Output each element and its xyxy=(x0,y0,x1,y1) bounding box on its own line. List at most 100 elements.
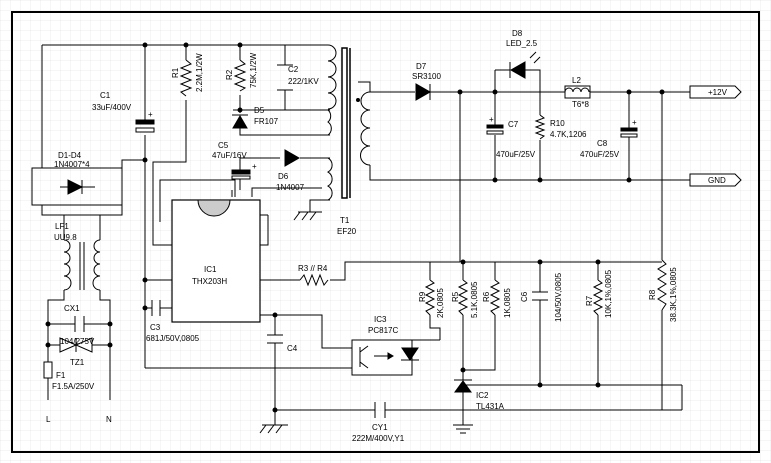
r8-value: 38.3K,1%,0805 xyxy=(669,267,678,322)
d6-value: 1N4007 xyxy=(276,183,305,192)
f1-ref: F1 xyxy=(56,371,66,380)
r2-value: 75K,1/2W xyxy=(249,52,258,88)
d1d4-ref: D1-D4 xyxy=(58,151,82,160)
resistor-r7-symbol xyxy=(592,279,604,316)
inductor-l2-symbol xyxy=(564,85,591,99)
c8-value: 470uF/25V xyxy=(580,150,620,159)
r5-value: 5.1K,0805 xyxy=(470,281,479,318)
c1-ref: C1 xyxy=(100,91,111,100)
r8-ref: R8 xyxy=(648,289,657,300)
c5-value: 47uF/16V xyxy=(212,151,247,160)
diode-d7-symbol xyxy=(415,83,432,101)
resistor-r5-symbol xyxy=(457,279,469,316)
lf1-value: UU9.8 xyxy=(54,233,77,242)
t1-value: EF20 xyxy=(337,227,357,236)
resistor-r2-symbol xyxy=(233,59,247,92)
polarity-plus-c1: + xyxy=(148,110,153,119)
labels: C1 33uF/400V R1 2.2M,1/2W R2 75K,1/2W C2… xyxy=(46,29,728,443)
c2-value: 222/1KV xyxy=(288,77,319,86)
r7-value: 10K,1%,0805 xyxy=(604,269,613,318)
ic1-ref: IC1 xyxy=(204,265,217,274)
r5-ref: R5 xyxy=(451,291,460,302)
r9-ref: R9 xyxy=(418,291,427,302)
capacitor-c8-symbol: + xyxy=(620,118,638,138)
c7-value: 470uF/25V xyxy=(496,150,536,159)
shunt-regulator-ic2-symbol xyxy=(454,379,472,393)
diode-d6-symbol xyxy=(284,149,301,167)
common-mode-choke-lf1-symbol xyxy=(63,239,101,291)
wires xyxy=(41,44,690,425)
cy1-value: 222M/400V,Y1 xyxy=(352,434,405,443)
r10-ref: R10 xyxy=(550,119,565,128)
ic3-value: PC817C xyxy=(368,326,398,335)
c8-ref: C8 xyxy=(597,139,608,148)
resistor-r3r4-symbol xyxy=(299,273,329,287)
junction-dots xyxy=(45,42,665,413)
ic2-value: TL431A xyxy=(476,402,505,411)
polarity-plus-c5: + xyxy=(252,162,257,171)
capacitor-cy1-symbol xyxy=(374,402,395,418)
fuse-f1-symbol xyxy=(43,361,53,379)
d6-ref: D6 xyxy=(278,172,289,181)
ic1-symbol xyxy=(171,199,261,323)
capacitor-c5-symbol: + xyxy=(231,162,257,180)
port-neutral-label: N xyxy=(106,415,112,424)
sheet-border xyxy=(11,11,760,453)
capacitor-cx1-symbol xyxy=(74,316,85,332)
c4-ref: C4 xyxy=(287,344,298,353)
ic1-value: THX203H xyxy=(192,277,227,286)
bridge-rectifier-symbol xyxy=(31,167,123,206)
d8-ref: D8 xyxy=(512,29,523,38)
c7-ref: C7 xyxy=(508,120,519,129)
cy1-ref: CY1 xyxy=(372,423,388,432)
ground-symbol-secondary xyxy=(453,424,473,434)
polarity-plus-c7: + xyxy=(489,115,494,124)
resistor-r1-symbol xyxy=(179,59,193,97)
cx1-ref: CX1 xyxy=(64,304,80,313)
d7-value: SR3100 xyxy=(412,72,441,81)
c6-ref: C6 xyxy=(520,291,529,302)
diode-d5-symbol xyxy=(232,114,248,129)
c5-ref: C5 xyxy=(218,141,229,150)
capacitor-c4-symbol xyxy=(267,334,283,344)
varistor-tz1-symbol xyxy=(59,337,93,353)
cx1-value: 104/275V xyxy=(60,337,95,346)
c3-ref: C3 xyxy=(150,323,161,332)
port-line-label: L xyxy=(46,415,51,424)
port-plus12v-label: +12V xyxy=(708,88,728,97)
r6-value: 1K,0805 xyxy=(503,288,512,318)
d5-value: FR107 xyxy=(254,117,279,126)
d7-ref: D7 xyxy=(416,62,427,71)
c3-value: 681J/50V,0805 xyxy=(146,334,200,343)
ic2-ref: IC2 xyxy=(476,391,489,400)
capacitor-c3-symbol xyxy=(151,300,161,316)
polarity-plus-c8: + xyxy=(632,118,637,127)
r9-value: 2K,0805 xyxy=(436,288,445,318)
capacitor-c1-symbol: + xyxy=(135,105,155,133)
port-plus12v-symbol xyxy=(689,85,742,99)
r3r4-ref: R3 // R4 xyxy=(298,264,328,273)
t1-ref: T1 xyxy=(340,216,350,225)
r10-value: 4.7K,1206 xyxy=(550,130,587,139)
transformer-t1-symbol xyxy=(326,44,371,201)
f1-value: F1.5A/250V xyxy=(52,382,95,391)
port-gnd-symbol xyxy=(689,173,742,187)
ic3-ref: IC3 xyxy=(374,315,387,324)
r7-ref: R7 xyxy=(585,295,594,306)
optocoupler-ic3-symbol xyxy=(351,339,419,376)
c2-ref: C2 xyxy=(288,65,299,74)
c1-value: 33uF/400V xyxy=(92,103,132,112)
resistor-r6-symbol xyxy=(489,279,501,316)
l2-ref: L2 xyxy=(572,76,581,85)
c6-value: 104/50V,0805 xyxy=(554,272,563,322)
tz1-ref: TZ1 xyxy=(70,358,85,367)
resistor-r9-symbol xyxy=(424,279,436,316)
capacitor-c7-symbol: + xyxy=(486,115,504,135)
d5-ref: D5 xyxy=(254,106,265,115)
capacitor-c6-symbol xyxy=(532,280,548,301)
lf1-ref: LF1 xyxy=(55,222,69,231)
resistor-r8-symbol xyxy=(657,259,667,311)
r6-ref: R6 xyxy=(482,291,491,302)
